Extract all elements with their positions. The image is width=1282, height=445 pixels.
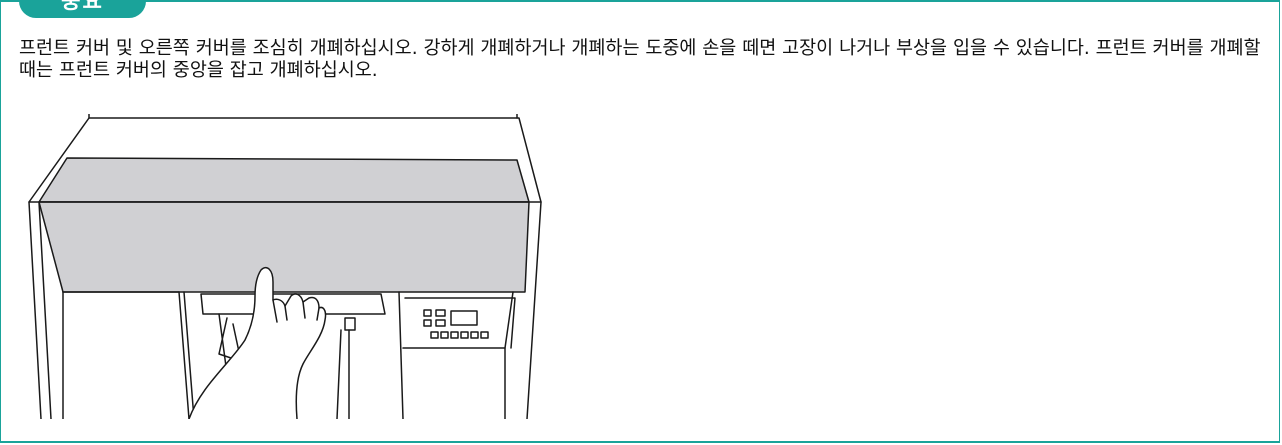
printer-illustration: [19, 113, 549, 423]
printer-front-cover-hand-icon: [28, 113, 542, 420]
important-badge: 중요: [19, 0, 146, 18]
notice-text: 프런트 커버 및 오른쪽 커버를 조심히 개폐하십시오. 강하게 개폐하거나 개…: [19, 38, 1261, 81]
